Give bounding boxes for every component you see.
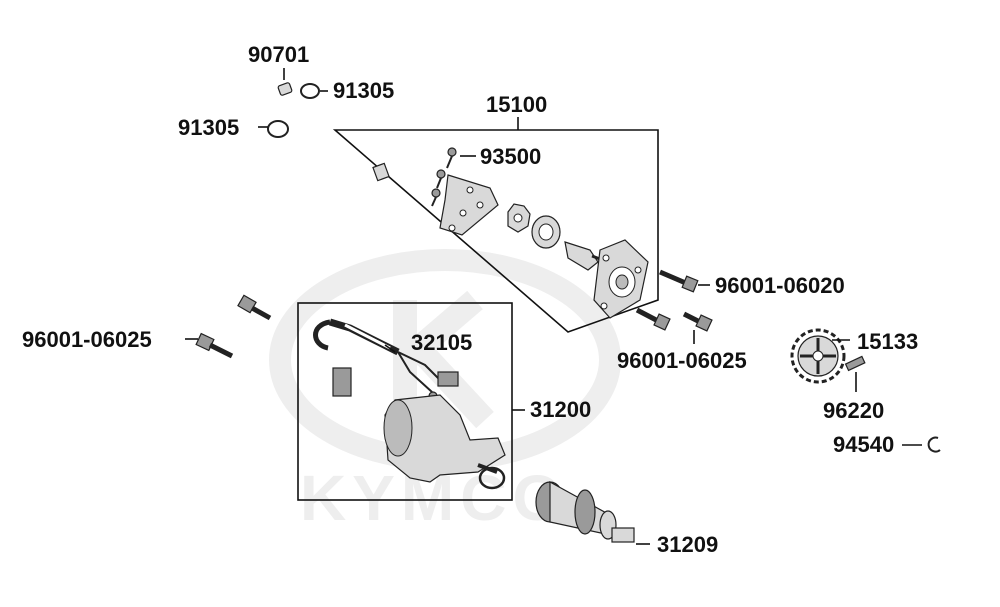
pin-96220-part	[844, 355, 866, 392]
assembly-15100-outline	[332, 129, 659, 333]
label-91305-upper: 91305	[333, 78, 394, 103]
label-96001-06025-right: 96001-06025	[617, 348, 747, 373]
starter-clutch-31209-part	[535, 480, 650, 545]
bolt-96001-06025-right-part	[682, 311, 713, 344]
bushing-90701-part	[277, 68, 293, 96]
gear-small-part	[507, 203, 531, 233]
label-91305-lower: 91305	[178, 115, 239, 140]
label-96220: 96220	[823, 398, 884, 423]
clutch-cage-part	[531, 215, 561, 249]
assembly-31200-box	[297, 302, 513, 501]
label-90701: 90701	[248, 42, 309, 67]
starter-motor-31200-part	[383, 394, 506, 490]
screws-93500-part	[431, 147, 476, 207]
o-ring-91305-lower-part	[258, 120, 289, 138]
label-96001-06020: 96001-06020	[715, 273, 845, 298]
bracket-plate-part	[439, 174, 499, 236]
plug-part	[372, 162, 390, 182]
cover-plate-part	[593, 239, 649, 319]
label-32105: 32105	[411, 330, 472, 355]
label-31200: 31200	[530, 397, 591, 422]
label-93500: 93500	[480, 144, 541, 169]
sprocket-15133-part	[790, 328, 850, 384]
label-96001-06025-left: 96001-06025	[22, 327, 152, 352]
circlip-94540-part	[902, 436, 941, 453]
bolt-96001-06025-center-part	[635, 307, 671, 331]
label-31209: 31209	[657, 532, 718, 557]
bolt-96001-06020-part	[659, 269, 710, 293]
label-94540: 94540	[833, 432, 894, 457]
bolts-96001-06025-left-part	[185, 294, 272, 359]
label-15100: 15100	[486, 92, 547, 117]
o-ring-91305-upper-part	[300, 83, 328, 99]
label-15133: 15133	[857, 329, 918, 354]
